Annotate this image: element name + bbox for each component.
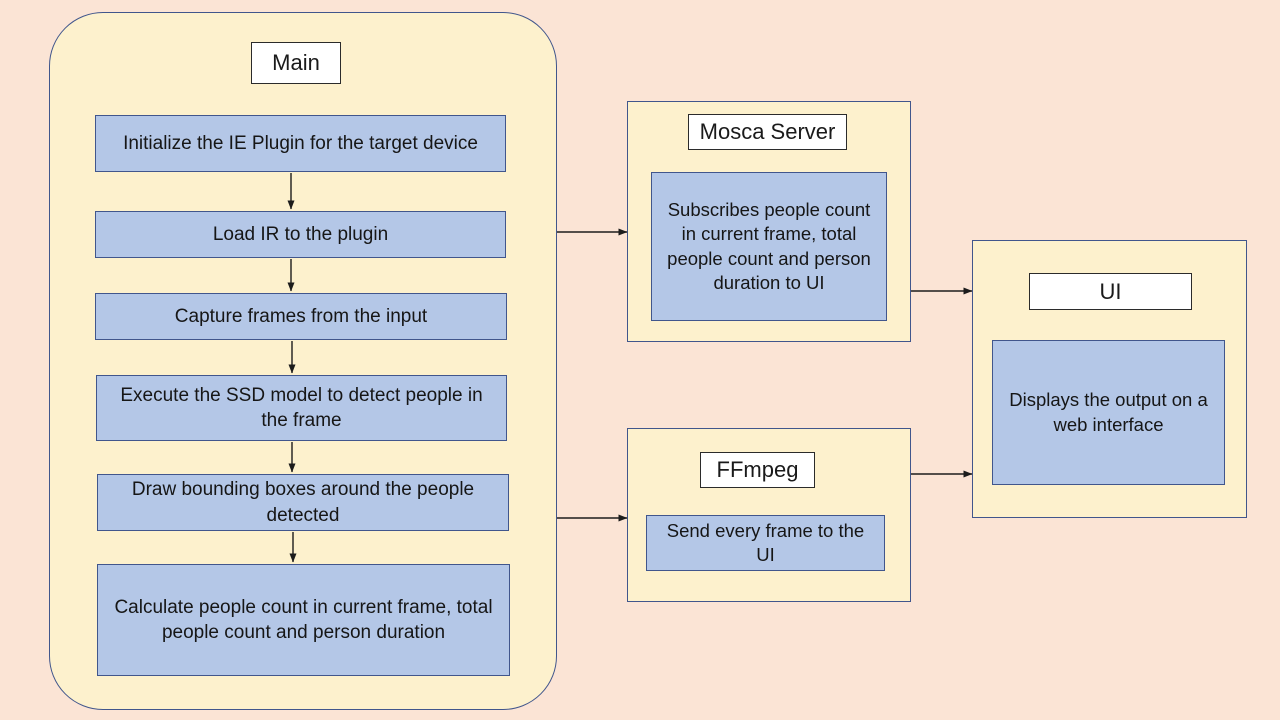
process-execute-ssd[interactable]: Execute the SSD model to detect people i…	[96, 375, 507, 441]
process-load-ir[interactable]: Load IR to the plugin	[95, 211, 506, 258]
group-mosca-server-title: Mosca Server	[688, 114, 847, 150]
process-capture-frames[interactable]: Capture frames from the input	[95, 293, 507, 340]
group-ui-title: UI	[1029, 273, 1192, 310]
process-init-ie-plugin[interactable]: Initialize the IE Plugin for the target …	[95, 115, 506, 172]
group-main-title: Main	[251, 42, 341, 84]
process-send-frames[interactable]: Send every frame to the UI	[646, 515, 885, 571]
process-calculate-counts[interactable]: Calculate people count in current frame,…	[97, 564, 510, 676]
group-ffmpeg-title: FFmpeg	[700, 452, 815, 488]
process-display-output[interactable]: Displays the output on a web interface	[992, 340, 1225, 485]
process-draw-boxes[interactable]: Draw bounding boxes around the people de…	[97, 474, 509, 531]
process-subscribes-counts[interactable]: Subscribes people count in current frame…	[651, 172, 887, 321]
